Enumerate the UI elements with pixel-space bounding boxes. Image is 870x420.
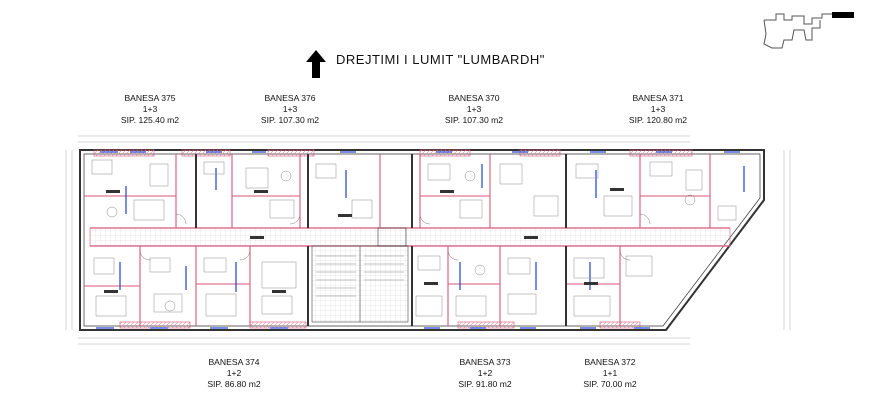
corridor: [89, 227, 731, 247]
room-tags: [104, 188, 624, 293]
windows: [96, 151, 745, 329]
river-direction-title: DREJTIMI I LUMIT "LUMBARDH": [336, 52, 545, 67]
dimension-lines: [65, 135, 791, 345]
north-arrow-icon: [306, 50, 326, 78]
door-swings: [139, 213, 651, 261]
furniture: [91, 159, 737, 317]
stair-core: [311, 227, 409, 323]
balconies: [93, 149, 693, 329]
key-plan-icon: [763, 12, 854, 49]
party-walls: [195, 154, 567, 326]
